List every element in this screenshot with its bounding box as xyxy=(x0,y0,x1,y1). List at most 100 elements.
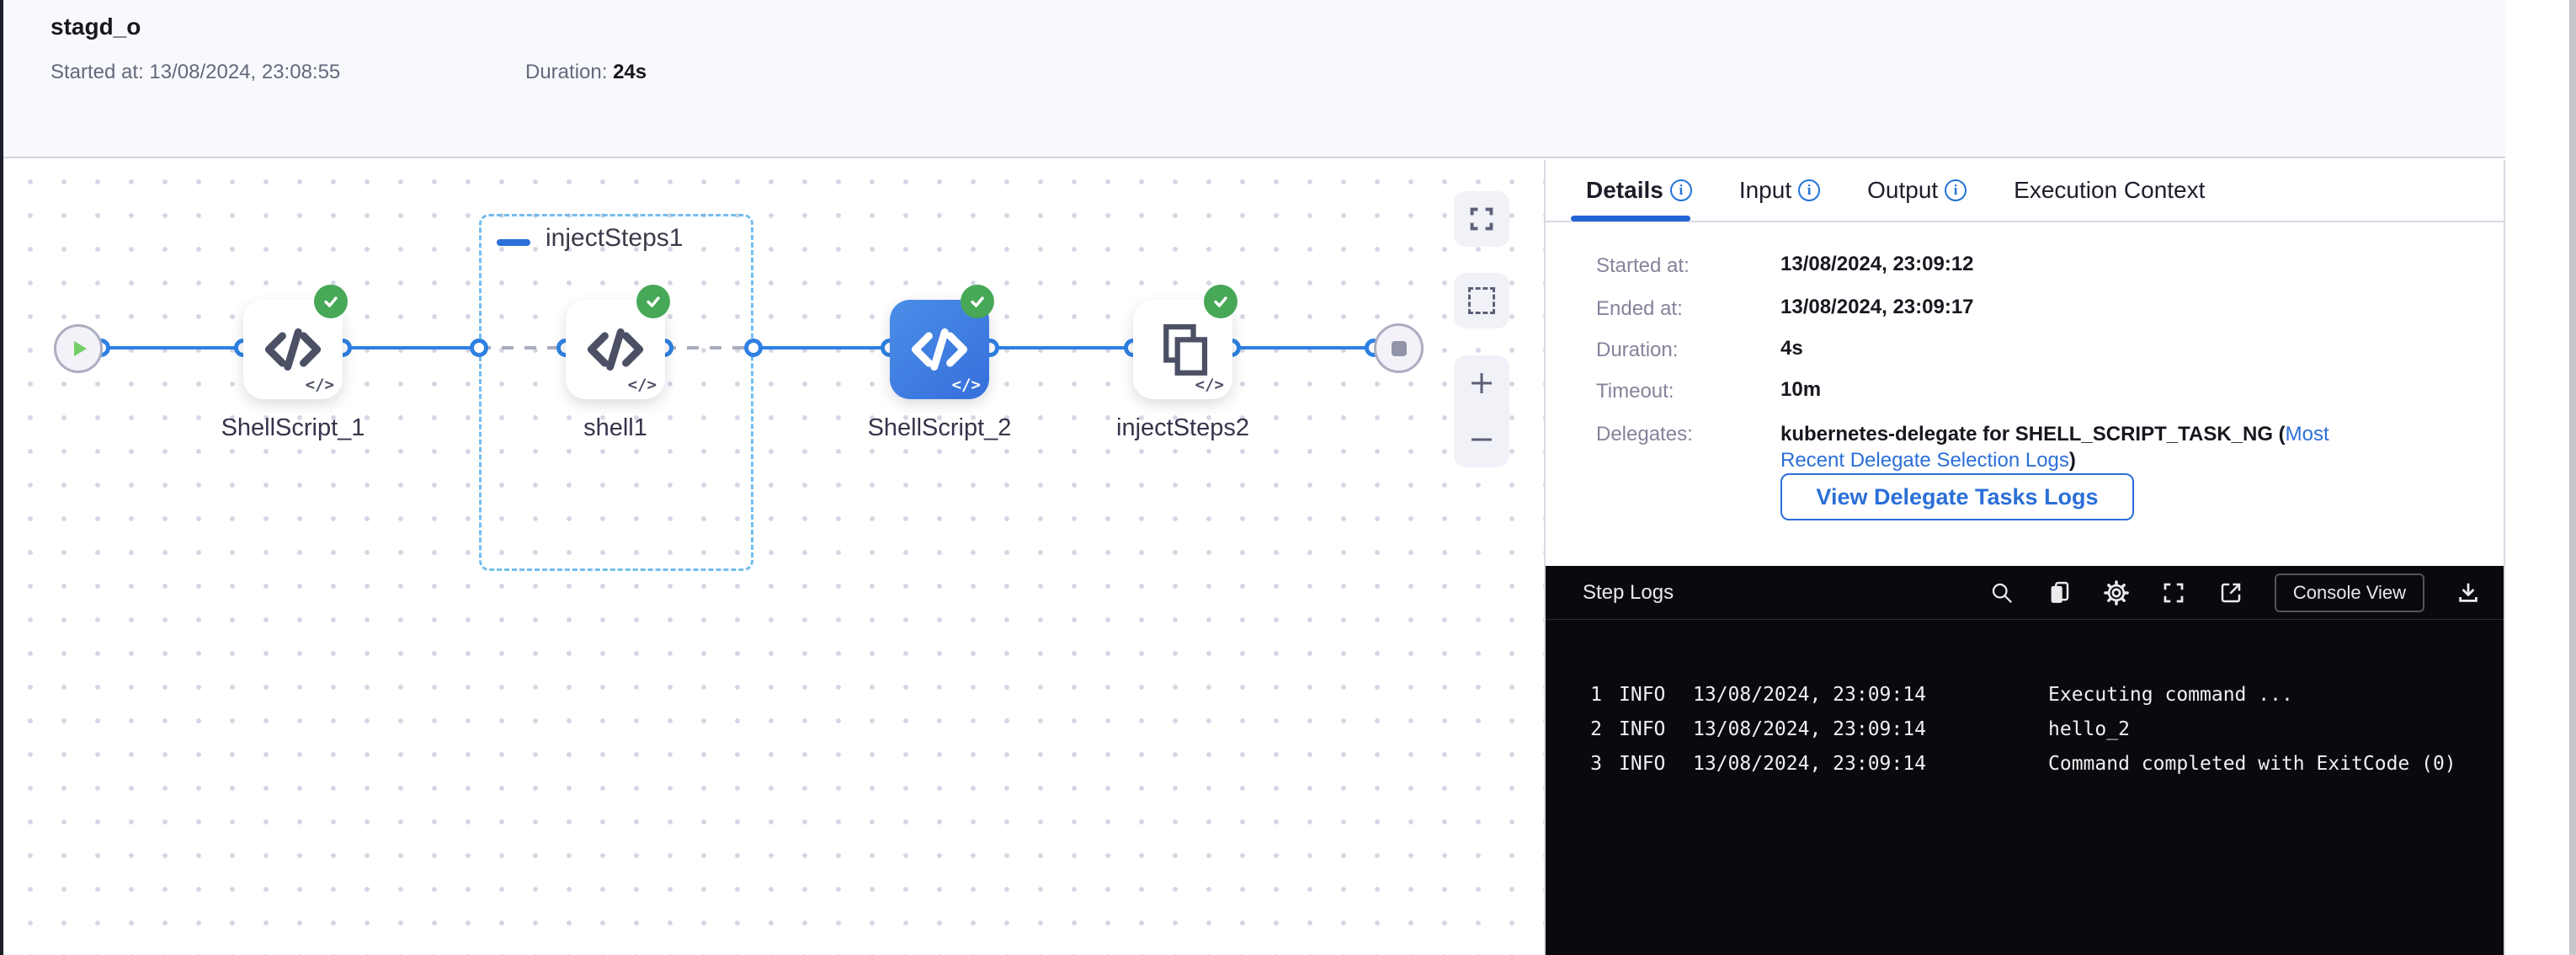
group-steps-icon xyxy=(1163,323,1208,376)
log-level: INFO xyxy=(1619,683,1666,706)
view-delegate-tasks-logs-button[interactable]: View Delegate Tasks Logs xyxy=(1780,473,2134,520)
delegates-value: kubernetes-delegate for SHELL_SCRIPT_TAS… xyxy=(1780,423,2329,472)
detail-value: 4s xyxy=(1780,337,1803,360)
start-node[interactable] xyxy=(54,324,103,373)
select-area-icon xyxy=(1468,287,1495,314)
step-type-icon: </> xyxy=(1195,376,1224,394)
fullscreen-icon[interactable] xyxy=(2160,579,2187,606)
info-icon[interactable]: i xyxy=(1798,179,1821,201)
step-type-icon: </> xyxy=(951,376,981,394)
node-label-injectsteps2: injectSteps2 xyxy=(1116,414,1249,441)
step-logs-console: Step Logs xyxy=(1546,566,2504,955)
select-area-button[interactable] xyxy=(1454,273,1509,328)
detail-value: 13/08/2024, 23:09:17 xyxy=(1780,296,1974,318)
log-line-number: 1 xyxy=(1590,683,1602,706)
success-check-icon xyxy=(636,285,670,318)
edge-shell1-groupexit xyxy=(664,346,753,349)
log-line-number: 3 xyxy=(1590,752,1602,775)
log-timestamp: 13/08/2024, 23:09:14 xyxy=(1693,718,1926,740)
node-shellscript1[interactable]: </> xyxy=(243,285,348,399)
stage-title: stagd_o xyxy=(51,13,141,40)
zoom-controls xyxy=(1454,355,1509,467)
step-group-injectsteps1[interactable] xyxy=(479,214,753,571)
edge-start-shellscript1 xyxy=(101,346,243,349)
active-tab-underline xyxy=(1571,216,1690,221)
detail-label: Timeout: xyxy=(1596,380,1674,403)
fit-to-screen-icon xyxy=(1470,207,1493,231)
node-label-shell1: shell1 xyxy=(583,414,647,441)
tab-output[interactable]: Output i xyxy=(1867,177,1967,204)
edge-shellscript1-group xyxy=(343,346,479,349)
log-level: INFO xyxy=(1619,718,1666,740)
collapse-group-icon[interactable] xyxy=(497,239,530,246)
success-check-icon xyxy=(1204,285,1237,318)
left-edge-strip xyxy=(0,0,3,955)
log-timestamp: 13/08/2024, 23:09:14 xyxy=(1693,683,1926,706)
port xyxy=(744,339,763,357)
edge-group-shell1 xyxy=(479,346,566,349)
download-icon[interactable] xyxy=(2455,579,2482,606)
fit-to-screen-button[interactable] xyxy=(1454,191,1509,247)
duration-label: Duration: xyxy=(525,61,608,83)
stop-icon xyxy=(1391,340,1407,356)
detail-label: Delegates: xyxy=(1596,423,1693,445)
log-line: 1 INFO 13/08/2024, 23:09:14 Executing co… xyxy=(1546,677,2504,712)
edge-group-shellscript2 xyxy=(753,346,890,349)
step-details-panel: Details i Input i Output i Execution Con… xyxy=(1546,160,2505,955)
detail-label: Started at: xyxy=(1596,254,1690,277)
success-check-icon xyxy=(961,285,994,318)
started-at-value: 13/08/2024, 23:08:55 xyxy=(149,61,341,83)
search-icon[interactable] xyxy=(1988,579,2015,606)
delegate-selection-logs-link[interactable]: Most Recent Delegate Selection Logs xyxy=(1780,423,2329,472)
stage-header: stagd_o Started at: 13/08/2024, 23:08:55… xyxy=(3,0,2505,158)
shell-script-icon xyxy=(264,328,322,371)
open-in-new-tab-icon[interactable] xyxy=(2217,579,2244,606)
console-view-button[interactable]: Console View xyxy=(2274,574,2424,612)
node-label-shellscript1: ShellScript_1 xyxy=(221,414,365,441)
console-toolbar: Console View xyxy=(1988,566,2482,620)
duration-value: 24s xyxy=(613,61,647,83)
shell-script-icon xyxy=(911,328,968,371)
shell-script-icon xyxy=(587,328,644,371)
started-at-label: Started at: xyxy=(51,61,144,83)
console-header: Step Logs xyxy=(1546,566,2504,620)
log-timestamp: 13/08/2024, 23:09:14 xyxy=(1693,752,1926,775)
log-level: INFO xyxy=(1619,752,1666,775)
edge-shellscript2-injectsteps2 xyxy=(990,346,1133,349)
tab-execution-context[interactable]: Execution Context xyxy=(2014,177,2206,203)
port xyxy=(470,339,488,357)
zoom-in-icon[interactable] xyxy=(1467,369,1496,397)
node-injectsteps2[interactable]: </> xyxy=(1133,285,1237,399)
node-shellscript2-selected[interactable]: </> xyxy=(890,285,994,399)
right-gutter xyxy=(2507,0,2576,955)
copy-icon[interactable] xyxy=(2046,579,2073,606)
node-label-shellscript2: ShellScript_2 xyxy=(867,414,1012,441)
edge-injectsteps2-end xyxy=(1232,346,1374,349)
detail-label: Ended at: xyxy=(1596,297,1683,320)
console-title: Step Logs xyxy=(1583,580,1674,604)
end-node[interactable] xyxy=(1374,323,1424,373)
started-at-text: Started at: 13/08/2024, 23:08:55 xyxy=(51,61,340,84)
success-check-icon xyxy=(314,285,348,318)
log-message: Command completed with ExitCode (0) xyxy=(2048,752,2456,775)
zoom-out-icon[interactable] xyxy=(1467,425,1496,454)
node-shell1[interactable]: </> xyxy=(566,285,670,399)
settings-gear-icon[interactable] xyxy=(2103,579,2130,606)
step-type-icon: </> xyxy=(627,376,657,394)
log-lines: 1 INFO 13/08/2024, 23:09:14 Executing co… xyxy=(1546,677,2504,781)
tab-input[interactable]: Input i xyxy=(1739,177,1821,204)
detail-value: 13/08/2024, 23:09:12 xyxy=(1780,253,1974,275)
log-line: 2 INFO 13/08/2024, 23:09:14 hello_2 xyxy=(1546,712,2504,746)
window-scrollbar[interactable] xyxy=(2569,0,2576,955)
pipeline-canvas[interactable]: injectSteps1 xyxy=(3,160,1546,955)
log-line-number: 2 xyxy=(1590,718,1602,740)
log-message: Executing command ... xyxy=(2048,683,2293,706)
group-label: injectSteps1 xyxy=(546,224,684,252)
info-icon[interactable]: i xyxy=(1945,179,1967,201)
tab-details[interactable]: Details i xyxy=(1586,177,1692,204)
detail-value: 10m xyxy=(1780,378,1822,401)
detail-label: Duration: xyxy=(1596,339,1679,361)
step-type-icon: </> xyxy=(305,376,334,394)
info-icon[interactable]: i xyxy=(1669,179,1692,201)
